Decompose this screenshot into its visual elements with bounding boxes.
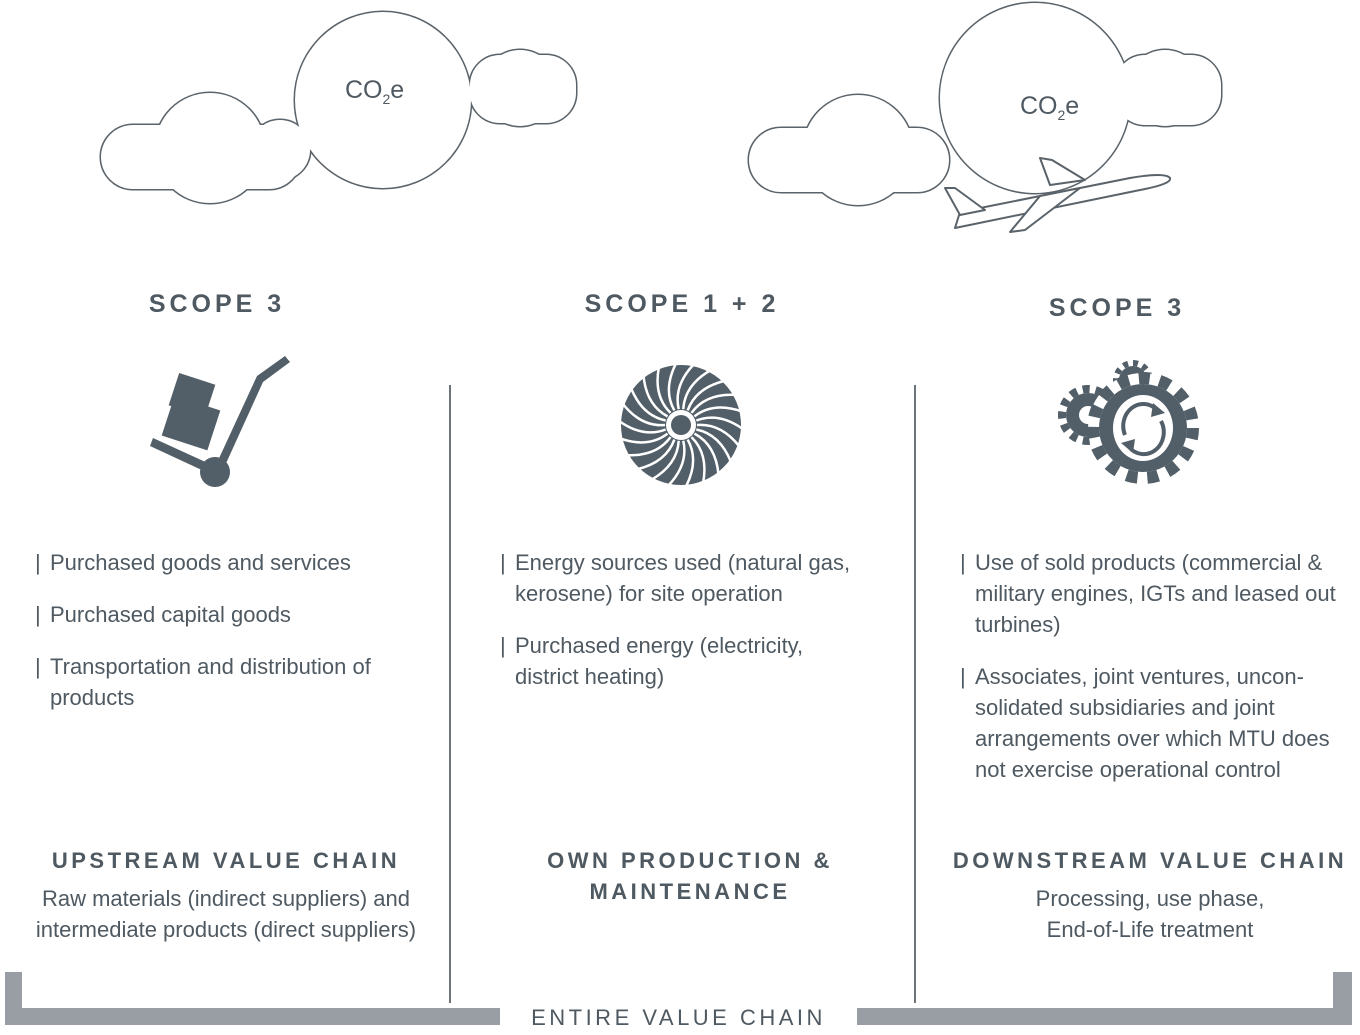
scope-heading-upstream: SCOPE 3 — [148, 290, 286, 318]
turbine-blade-gap — [682, 369, 711, 410]
co2-text: CO — [345, 76, 383, 104]
turbine-blade-gap — [693, 406, 742, 418]
gears-icon — [1058, 360, 1199, 484]
turbine-blade-gap — [667, 364, 678, 412]
turbine-blade-gap — [690, 436, 706, 484]
airplane-icon — [944, 157, 1172, 233]
scope-heading-own: SCOPE 1 + 2 — [584, 290, 780, 318]
turbine-blade-gap — [684, 438, 695, 486]
cloud-right — [747, 1, 1223, 207]
co2-subscript: 2 — [382, 91, 391, 107]
bullet-marker: | — [35, 602, 41, 627]
bracket-left-bar — [5, 1008, 500, 1025]
list-item-text: Purchased capital goods — [50, 602, 291, 627]
turbine-blade-gap — [620, 432, 669, 444]
list-item: | Purchased goods and services — [35, 547, 435, 578]
turbine-hub — [671, 415, 691, 435]
co2-suffix: e — [390, 76, 405, 104]
list-item-text: Energy sources used (natural gas, kerose… — [515, 550, 851, 606]
turbine-icon — [620, 364, 742, 486]
entire-value-chain-label: ENTIRE VALUE CHAIN — [531, 1005, 826, 1030]
turbine-blade-gap — [637, 439, 676, 471]
bracket-right-vertical — [1333, 972, 1352, 1025]
list-item-text: Associates, joint ventures, uncon-solida… — [975, 664, 1330, 782]
list-item: | Energy sources used (natural gas, keros… — [500, 547, 870, 609]
upstream-subtitle: Raw materials (indirect suppliers) and i… — [35, 886, 417, 942]
column-divider — [914, 385, 916, 1003]
turbine-blade-gap — [696, 428, 733, 463]
turbine-blade-gap — [629, 387, 666, 422]
bullet-marker: | — [500, 633, 506, 658]
list-item: | Transportation and distribution of prod… — [35, 651, 380, 713]
turbine-blade-gap — [621, 402, 666, 427]
turbine-blade-gap — [695, 416, 742, 430]
list-item-text: Use of sold products (commercial & milit… — [975, 550, 1336, 637]
bullet-marker: | — [500, 550, 506, 575]
list-item: | Purchased capital goods — [35, 599, 435, 630]
turbine-blade-gap — [693, 432, 720, 475]
turbine-blade-gap — [696, 423, 741, 448]
bullet-marker: | — [960, 664, 966, 689]
downstream-title: DOWNSTREAM VALUE CHAIN — [952, 848, 1348, 873]
bullet-marker: | — [35, 654, 41, 679]
upstream-title: UPSTREAM VALUE CHAIN — [51, 848, 401, 873]
downstream-subtitle: Processing, use phase, End-of-Life treat… — [1035, 886, 1265, 942]
scope-heading-downstream: SCOPE 3 — [1048, 294, 1186, 322]
turbine-blade-gap — [651, 440, 680, 481]
co2-subscript: 2 — [1057, 107, 1066, 123]
own-title: OWN PRODUCTION & MAINTENANCE — [547, 848, 833, 904]
upstream-list: | Purchased goods and services | Purchased… — [35, 547, 435, 734]
turbine-blade-gap — [620, 420, 667, 434]
cloud-left — [99, 10, 578, 205]
turbine-blade-gap — [656, 366, 672, 414]
list-item-text: Transportation and distribution of produ… — [50, 654, 371, 710]
column-divider — [449, 385, 451, 1003]
bullet-marker: | — [35, 550, 41, 575]
turbine-blade-gap — [686, 379, 725, 411]
list-item: | Purchased energy (electricity, district… — [500, 630, 835, 692]
bracket-right-bar — [857, 1008, 1352, 1025]
turbine-blade-gap — [642, 375, 669, 418]
downstream-caption: DOWNSTREAM VALUE CHAIN Processing, use p… — [950, 845, 1350, 945]
hand-truck-icon — [150, 356, 290, 487]
list-item: | Use of sold products (commercial & mili… — [960, 547, 1360, 640]
turbine-blade-gap — [676, 364, 695, 410]
turbine-blade-gap — [690, 393, 736, 414]
upstream-caption: UPSTREAM VALUE CHAIN Raw materials (indi… — [10, 845, 442, 945]
list-item-text: Purchased goods and services — [50, 550, 351, 575]
downstream-list: | Use of sold products (commercial & mili… — [960, 547, 1355, 806]
co2e-label-right: CO2e — [1020, 92, 1079, 123]
co2-text: CO — [1020, 92, 1058, 120]
list-item: | Associates, joint ventures, uncon-solid… — [960, 661, 1355, 785]
own-list: | Energy sources used (natural gas, keros… — [500, 547, 870, 713]
co2e-label-left: CO2e — [345, 76, 404, 107]
turbine-blade-gap — [626, 436, 672, 457]
bullet-marker: | — [960, 550, 966, 575]
list-item-text: Purchased energy (electricity, district … — [515, 633, 804, 689]
own-caption: OWN PRODUCTION & MAINTENANCE — [545, 845, 835, 907]
turbine-blade-gap — [667, 440, 686, 486]
cloud-diagram — [99, 1, 1223, 233]
co2-suffix: e — [1065, 92, 1080, 120]
